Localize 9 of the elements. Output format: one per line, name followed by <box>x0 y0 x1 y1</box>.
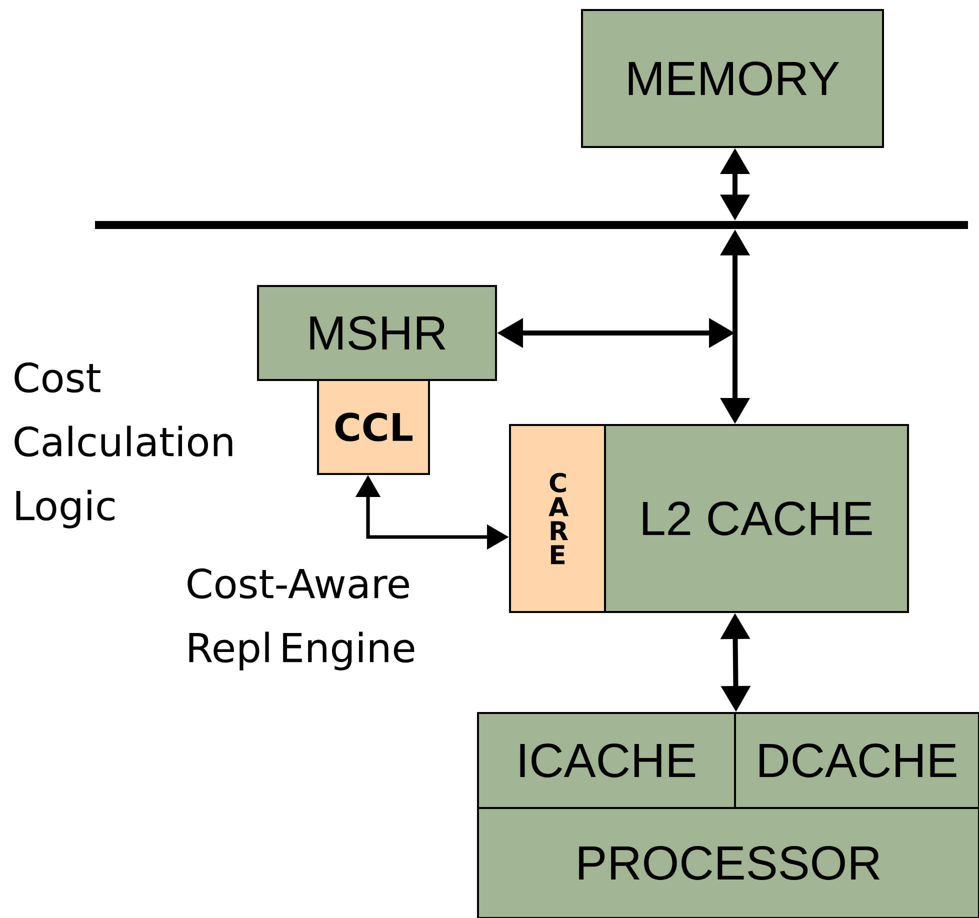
cache-box: L2 CACHE <box>604 424 909 614</box>
mshr-box: MSHR <box>257 285 497 381</box>
logic-box: CCL <box>317 379 430 475</box>
engine-box: C A R E <box>509 424 606 614</box>
annotation-text: Cost-Aware Repl Engine <box>188 568 414 670</box>
cache-box: ICACHE <box>477 712 736 809</box>
memory-box: MEMORY <box>581 9 884 148</box>
cache-box: DCACHE <box>734 712 979 809</box>
annotation-text: Cost Calculation Logic <box>14 362 232 528</box>
